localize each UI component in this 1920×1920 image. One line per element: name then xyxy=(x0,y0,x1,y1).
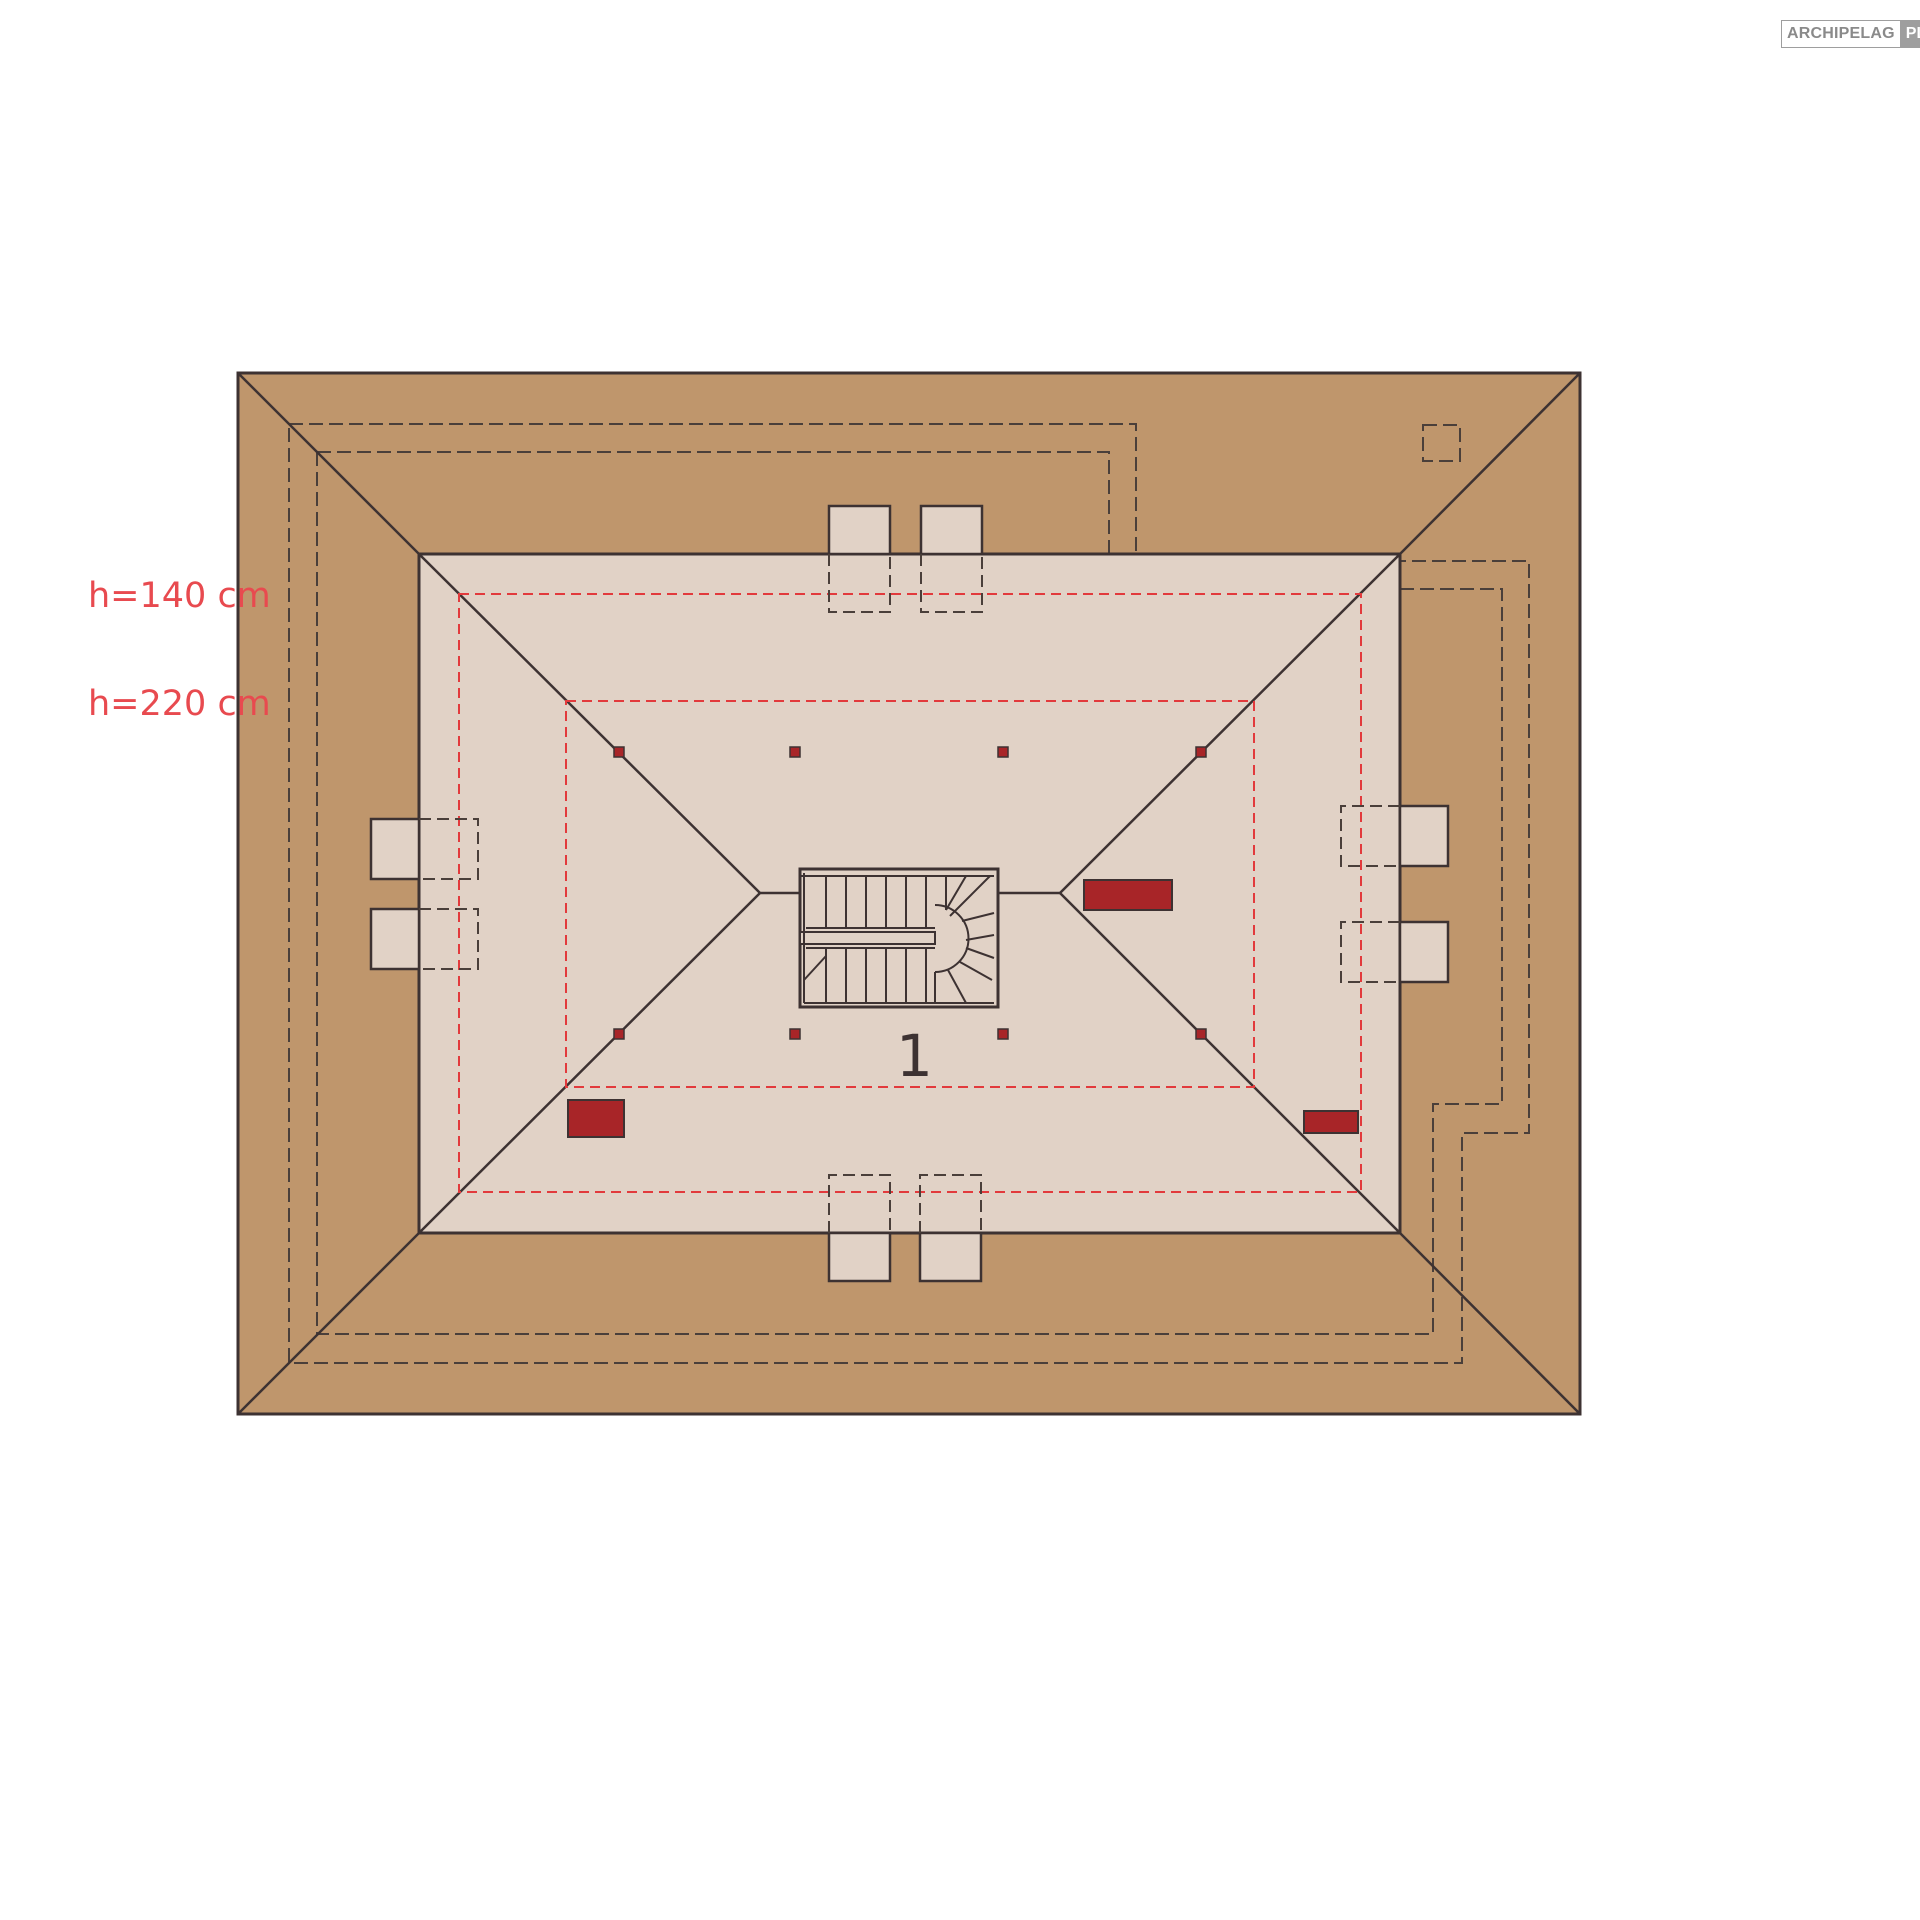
chimneys xyxy=(567,879,1359,1138)
posts xyxy=(613,746,1207,1040)
window-right-1 xyxy=(1340,804,1450,868)
window-top-1 xyxy=(827,504,892,613)
roof-windows xyxy=(369,504,1450,1283)
height-220-line xyxy=(565,700,1255,1088)
window-left-2 xyxy=(369,907,479,971)
window-bottom-2 xyxy=(918,1174,983,1283)
height-140-line xyxy=(458,593,1362,1193)
label-height-220: h=220 cm xyxy=(88,684,271,724)
lower-floor-outline xyxy=(288,423,1530,1364)
logo-suffix: PL xyxy=(1900,20,1920,48)
label-height-140: h=140 cm xyxy=(88,576,271,616)
roof-hip-lines xyxy=(237,372,1581,1415)
window-top-2 xyxy=(919,504,984,613)
height-lines xyxy=(458,593,1362,1193)
chimney-1 xyxy=(1083,879,1173,911)
chimney-3 xyxy=(1303,1110,1359,1134)
window-right-2 xyxy=(1340,920,1450,984)
logo-main-text: ARCHIPELAG xyxy=(1781,20,1901,48)
room-number: 1 xyxy=(896,1022,933,1090)
chimney-2 xyxy=(567,1099,625,1138)
staircase xyxy=(798,867,1000,1009)
archipelag-logo: ARCHIPELAG PL xyxy=(1781,20,1920,48)
window-bottom-1 xyxy=(827,1174,892,1283)
window-left-1 xyxy=(369,817,479,881)
